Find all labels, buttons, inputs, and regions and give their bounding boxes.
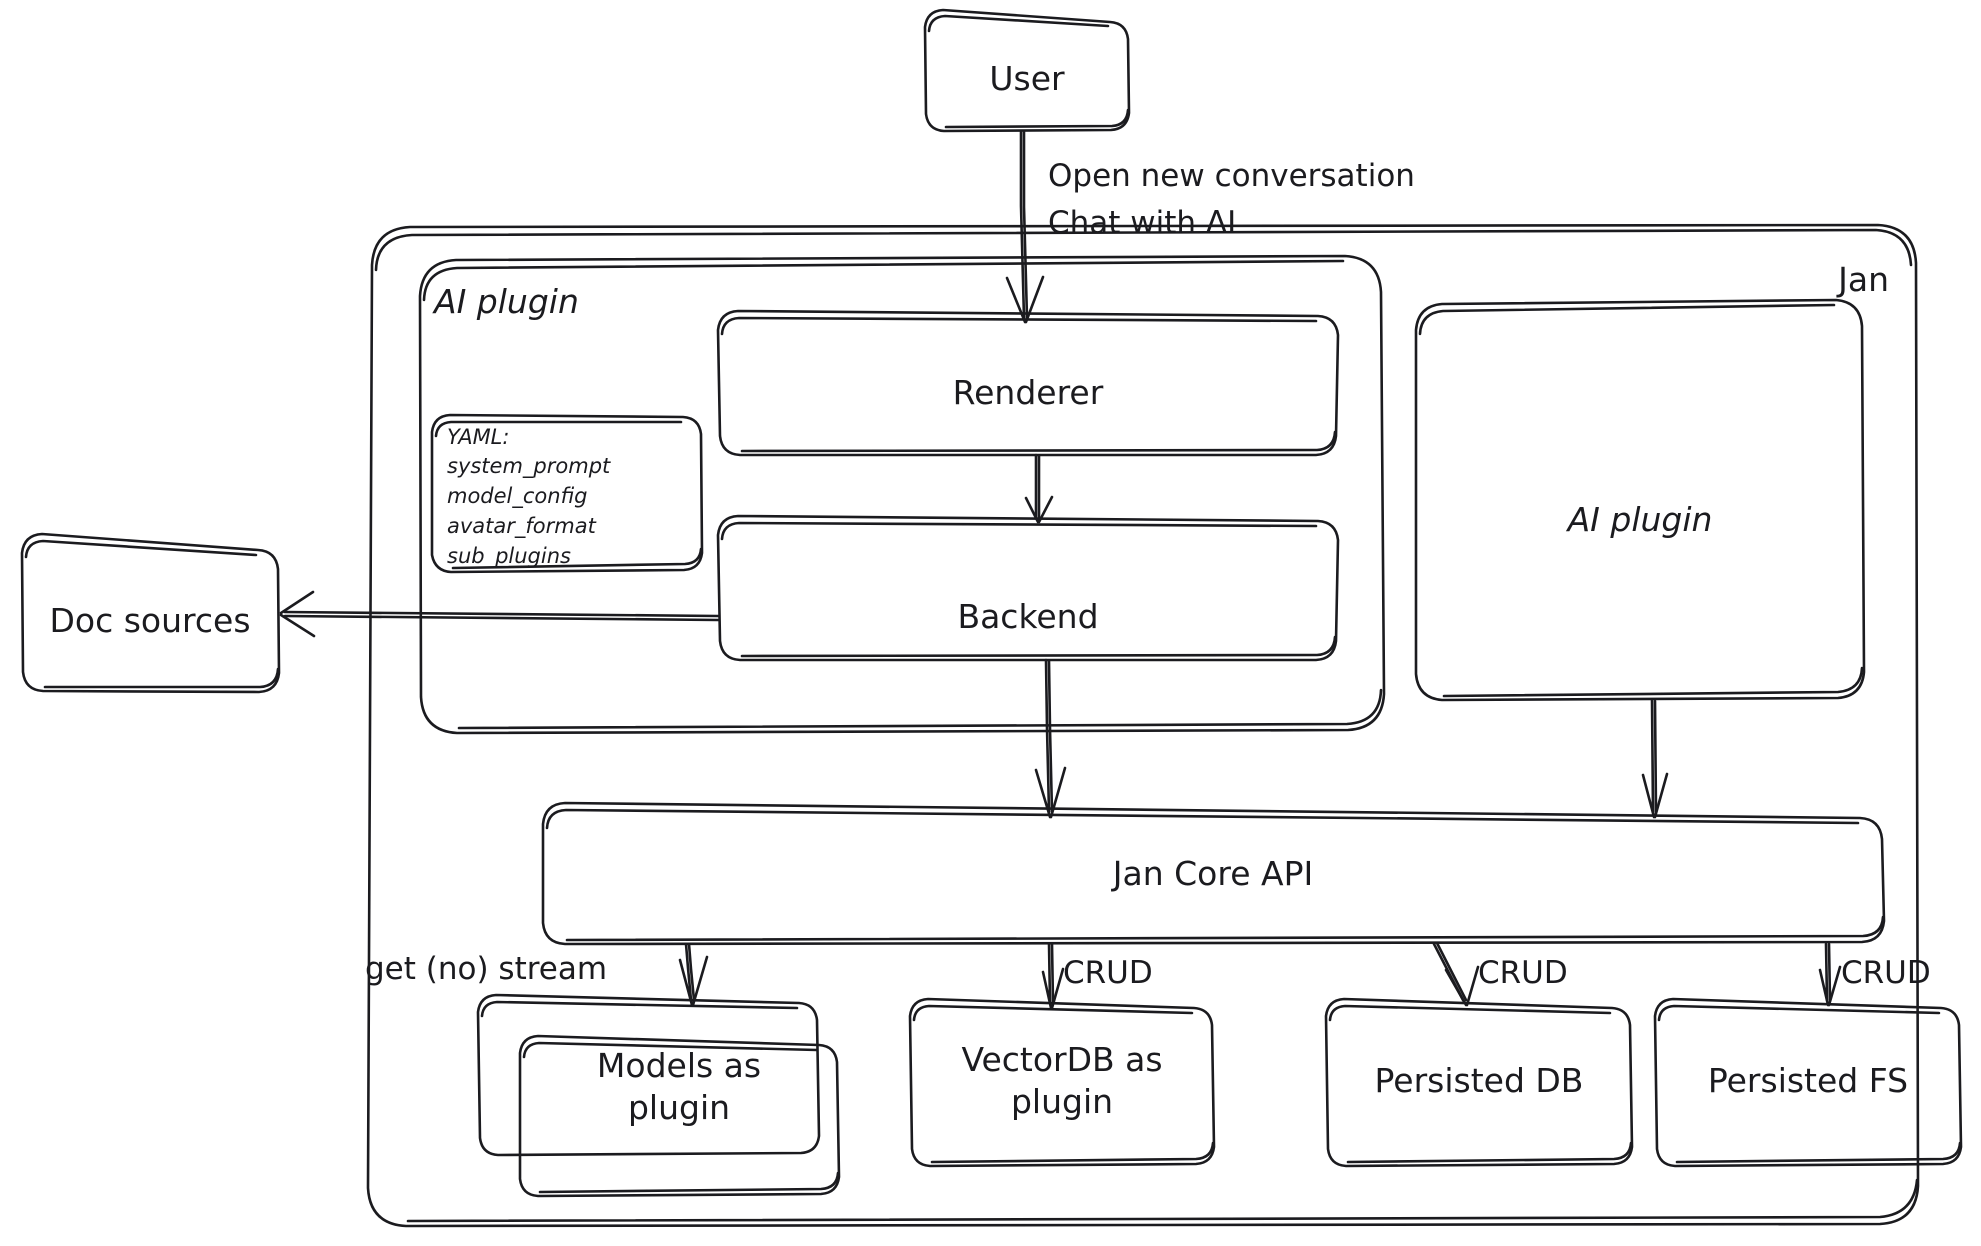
edge-backend-to-core [1034,658,1067,819]
models-as-plugin-node-outline [476,993,841,1198]
backend-node-outline [716,514,1340,662]
user-node[interactable] [922,20,1132,134]
renderer-node[interactable] [716,314,1340,458]
user-node-outline [923,8,1131,133]
jan-container-outline [366,223,1920,1228]
edge-core-to-vectordb [1041,942,1065,1010]
backend-node[interactable] [716,519,1340,663]
persisted-fs-node-outline [1653,997,1963,1168]
ai-plugin-node-outline [1414,298,1866,702]
edge-core-to-persisted-fs [1818,942,1842,1007]
doc-sources-node-outline [20,532,281,694]
edge-core-to-persisted-db [1432,941,1480,1007]
doc-sources-node[interactable] [20,532,282,694]
edge-ai-plugin-to-core [1641,698,1669,819]
persisted-db-node-outline [1324,997,1634,1168]
edge-user-to-renderer [1005,129,1045,324]
renderer-node-outline [716,309,1340,457]
vectordb-as-plugin-node[interactable] [908,1006,1216,1168]
edge-renderer-to-backend [1024,453,1054,524]
ai-plugin-node[interactable] [1414,298,1866,702]
ai-plugin-group-outline [418,254,1386,735]
jan-core-api-node[interactable] [541,816,1887,946]
edge-backend-to-doc-sources [279,590,720,638]
yaml-card-outline [430,413,704,574]
jan-core-api-node-outline [541,801,1886,946]
yaml-card[interactable] [430,415,704,573]
persisted-db-node[interactable] [1324,1006,1634,1168]
models-as-plugin-node[interactable] [476,1001,842,1199]
edge-core-to-models [678,942,709,1007]
persisted-fs-node[interactable] [1653,1006,1963,1168]
vectordb-as-plugin-node-outline [908,997,1216,1168]
